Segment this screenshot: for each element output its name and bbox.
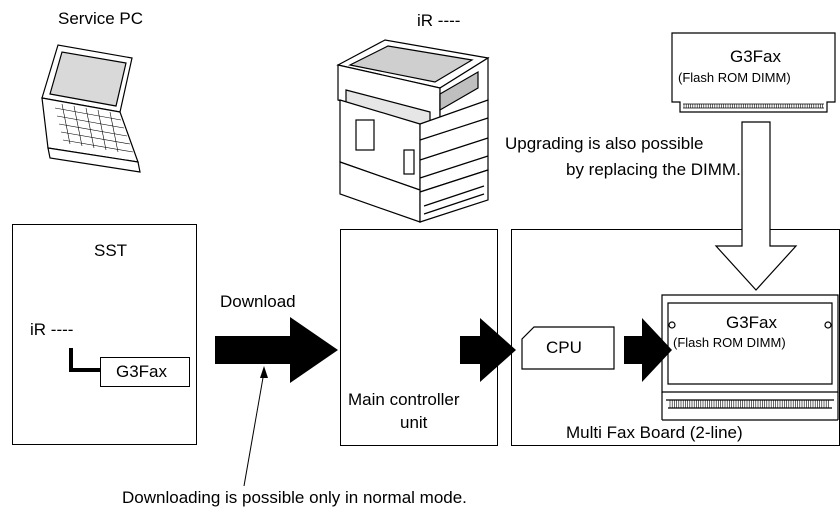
controller-to-cpu-arrow bbox=[460, 318, 516, 382]
multi-fax-board-label: Multi Fax Board (2-line) bbox=[566, 423, 743, 442]
dimm-top-title: G3Fax bbox=[730, 47, 782, 66]
replace-dimm-arrow bbox=[714, 121, 798, 291]
printer-label: iR ---- bbox=[417, 11, 461, 30]
footnote-pointer bbox=[243, 371, 265, 487]
cpu-chip bbox=[521, 326, 615, 370]
footnote-label: Downloading is possible only in normal m… bbox=[122, 488, 467, 507]
tree-connector bbox=[69, 348, 100, 372]
sst-panel bbox=[12, 224, 197, 445]
download-label: Download bbox=[220, 292, 296, 311]
sst-title: SST bbox=[94, 241, 128, 260]
dimm-board-title: G3Fax bbox=[726, 313, 778, 332]
dimm-slot-pins bbox=[669, 400, 829, 408]
cpu-label: CPU bbox=[546, 338, 582, 357]
dimm-top-pins bbox=[683, 104, 823, 108]
main-controller-label-line2: unit bbox=[400, 413, 428, 432]
dimm-top-subtitle: (Flash ROM DIMM) bbox=[678, 70, 791, 85]
tree-root-label: iR ---- bbox=[30, 320, 74, 339]
laptop-icon bbox=[41, 44, 141, 173]
tree-child-box bbox=[100, 357, 190, 387]
copier-icon bbox=[336, 39, 490, 223]
download-arrow bbox=[215, 317, 338, 383]
footnote-pointer-head bbox=[260, 366, 268, 378]
tree-child-label: G3Fax bbox=[116, 362, 168, 381]
cpu-to-dimm-arrow bbox=[624, 318, 672, 382]
upgrade-note-line2: by replacing the DIMM. bbox=[566, 160, 741, 179]
main-controller-label-line1: Main controller bbox=[348, 390, 460, 409]
service-pc-label: Service PC bbox=[58, 9, 144, 28]
upgrade-note-line1: Upgrading is also possible bbox=[505, 134, 704, 153]
dimm-board-subtitle: (Flash ROM DIMM) bbox=[673, 335, 786, 350]
